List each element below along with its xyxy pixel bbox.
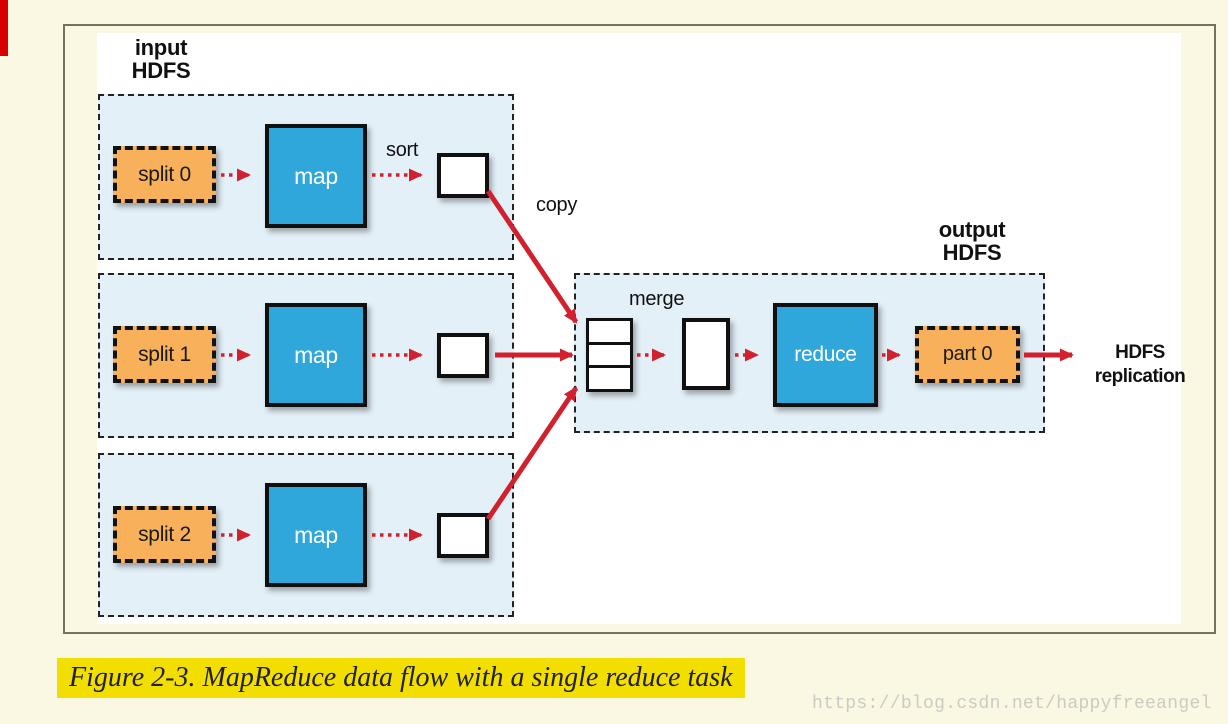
merge-segment: [589, 321, 630, 342]
copy-label: copy: [536, 194, 578, 216]
sort-output-box-row3: [437, 513, 489, 558]
merge-label: merge: [629, 288, 685, 310]
input-hdfs-label-line1: input: [134, 35, 188, 60]
sort-output-box-row2: [437, 333, 489, 378]
corner-red-marker: [0, 0, 8, 56]
hdfs-replication-label: HDFS replication: [1089, 341, 1191, 389]
part0-box: part 0: [915, 326, 1020, 383]
hdfs-replication-line1: HDFS: [1115, 342, 1165, 363]
map-label-row1: map: [294, 162, 338, 189]
part0-label: part 0: [942, 343, 993, 365]
reduce-label: reduce: [794, 343, 857, 366]
split0-box: split 0: [113, 146, 216, 203]
map-box-row3: map: [265, 483, 367, 587]
merge-segment: [589, 368, 630, 390]
output-hdfs-label: output HDFS: [934, 218, 1010, 264]
map-label-row3: map: [294, 521, 338, 548]
output-hdfs-label-line2: HDFS: [942, 240, 1002, 265]
merge-stack: [586, 318, 633, 392]
split0-label: split 0: [138, 162, 191, 186]
figure-caption: Figure 2-3. MapReduce data flow with a s…: [57, 658, 745, 698]
map-box-row2: map: [265, 303, 367, 407]
figure-frame: [63, 24, 1216, 634]
map-label-row2: map: [294, 341, 338, 368]
input-hdfs-label-line2: HDFS: [131, 58, 191, 83]
output-hdfs-label-line1: output: [938, 217, 1006, 242]
split1-box: split 1: [113, 326, 216, 383]
map-box-row1: map: [265, 124, 367, 228]
sort-output-box-row1: [437, 153, 489, 198]
reduce-box: reduce: [773, 303, 878, 407]
watermark-url: https://blog.csdn.net/happyfreeangel: [812, 694, 1212, 714]
sort-label: sort: [386, 139, 419, 161]
hdfs-replication-line2: replication: [1094, 366, 1186, 387]
merge-buffer-box: [682, 318, 730, 390]
merge-segment: [589, 344, 630, 366]
input-hdfs-label: input HDFS: [128, 36, 194, 82]
split2-box: split 2: [113, 506, 216, 563]
split1-label: split 1: [138, 342, 191, 366]
split2-label: split 2: [138, 522, 191, 546]
